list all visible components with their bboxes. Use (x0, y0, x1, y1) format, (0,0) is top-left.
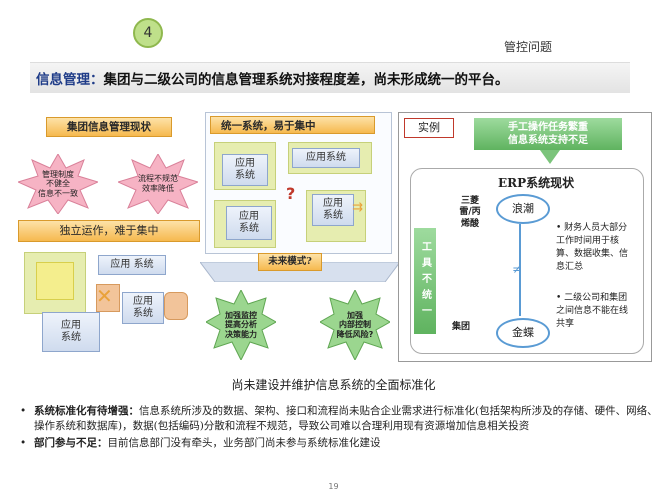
left-panel: 集团信息管理现状 管理制度 不健全 信息不一致 流程不规范 效率降低 独立运作，… (18, 112, 200, 360)
issue-text: 手工操作任务繁重 信息系统支持不足 (508, 122, 588, 146)
bullet-list: • 系统标准化有待增强：信息系统所涉及的数据、架构、接口和流程尚未贴合企业需求进… (20, 404, 660, 453)
left-banner-text: 独立运作，难于集中 (59, 224, 159, 237)
app-system-box-top: 应用 系统 (98, 255, 166, 275)
green-star-right (320, 290, 390, 360)
caption: 尚未建设并维护信息系统的全面标准化 (231, 378, 436, 392)
question-mark: ? (286, 184, 296, 203)
issue-box: 手工操作任务繁重 信息系统支持不足 (474, 118, 622, 150)
app-system-mid-label: 应用 系统 (133, 296, 153, 319)
app-system-box-mid: 应用 系统 (122, 292, 164, 324)
headline-prefix: 信息管理： (36, 72, 104, 88)
group-label: 集团 (452, 322, 471, 332)
middle-app-left-bottom-label: 应用 系统 (239, 211, 259, 234)
erp-title: ERP系统现状 (498, 176, 575, 190)
section-title: 管控问题 (503, 40, 552, 54)
star-right-text: 流程不规范 效率降低 (138, 174, 178, 193)
puzzle-piece-yellow (36, 262, 74, 300)
companies-label: 三菱 雷/丙 烯酸 (459, 196, 481, 229)
star-left-text: 管理制度 不健全 信息不一致 (38, 169, 78, 198)
connector-line (519, 224, 521, 316)
middle-panel-title-text: 统一系统，易于集中 (221, 120, 316, 132)
middle-panel-title: 统一系统，易于集中 (210, 116, 375, 134)
green-star-right-text: 加强 内部控制 降低风险? (336, 310, 374, 339)
vertical-bar: 工具不统一 (414, 228, 436, 334)
slide-number: 4 (143, 25, 153, 41)
example-label: 实例 (418, 121, 440, 134)
note-2: • 二级公司和集团之间信息不能在线共享 (556, 293, 629, 329)
headline: 信息管理：集团与二级公司的信息管理系统对接程度差，尚未形成统一的平台。 (36, 68, 509, 88)
app-system-box-bottom: 应用 系统 (42, 312, 100, 352)
middle-app-box-right-bottom: 应用 系统 (312, 194, 354, 226)
green-star-left (206, 290, 276, 360)
future-mode-label: 未来模式? (258, 253, 322, 271)
star-burst-right (118, 154, 198, 214)
slide-number-badge: 4 (133, 18, 163, 48)
note-1: • 财务人员大部分工作时间用于核算、数据收集、信息汇总 (556, 223, 629, 272)
middle-app-right-top-label: 应用系统 (306, 152, 346, 163)
node-bottom-text: 金蝶 (512, 326, 534, 339)
middle-app-left-top-label: 应用 系统 (235, 158, 255, 181)
left-panel-title-text: 集团信息管理现状 (67, 121, 151, 133)
puzzle-piece-orange (96, 284, 120, 312)
left-banner: 独立运作，难于集中 (18, 220, 200, 242)
app-system-top-label: 应用 系统 (110, 259, 154, 270)
trapezoid-base (200, 262, 400, 282)
bullet-label: 部门参与不足： (34, 437, 108, 449)
app-system-bottom-label: 应用 系统 (61, 320, 81, 343)
vertical-bar-text: 工具不统一 (419, 241, 431, 321)
node-top: 浪潮 (496, 194, 550, 224)
middle-app-right-bottom-label: 应用 系统 (323, 198, 343, 221)
headline-bar (30, 62, 630, 93)
bullet-item: • 部门参与不足：目前信息部门没有牵头，业务部门尚未参与系统标准化建设 (20, 436, 660, 451)
green-star-left-text: 加强监控 提高分析 决策能力 (225, 310, 257, 339)
example-label-box: 实例 (404, 118, 454, 138)
bullet-text: 目前信息部门没有牵头，业务部门尚未参与系统标准化建设 (107, 437, 381, 449)
note-1-text: 财务人员大部分工作时间用于核算、数据收集、信息汇总 (556, 223, 629, 272)
break-mark-icon: ≠ (512, 262, 523, 276)
x-mark-icon: ✕ (96, 284, 113, 308)
bullet-text: 信息系统所涉及的数据、架构、接口和流程尚未贴合企业需求进行标准化(包括架构所涉及… (34, 405, 658, 432)
puzzle-piece-orange-right (164, 292, 188, 320)
down-arrow-icon (540, 150, 560, 164)
bullet-label: 系统标准化有待增强： (34, 405, 139, 417)
bullet-dot-icon: • (20, 405, 27, 417)
bullet-item: • 系统标准化有待增强：信息系统所涉及的数据、架构、接口和流程尚未贴合企业需求进… (20, 404, 660, 434)
middle-app-box-left-top: 应用 系统 (222, 154, 268, 186)
headline-text: 集团与二级公司的信息管理系统对接程度差，尚未形成统一的平台。 (103, 72, 509, 88)
middle-app-box-right-top: 应用系统 (292, 148, 360, 168)
arrow-right-icon: ⇉ (352, 200, 363, 215)
star-burst-left (18, 154, 98, 214)
page-number: 19 (328, 482, 339, 491)
future-mode-text: 未来模式? (268, 256, 312, 267)
note-2-text: 二级公司和集团之间信息不能在线共享 (556, 293, 629, 329)
bullet-dot-icon: • (20, 437, 27, 449)
left-panel-title: 集团信息管理现状 (46, 117, 172, 137)
node-top-text: 浪潮 (512, 202, 534, 215)
middle-app-box-left-bottom: 应用 系统 (226, 206, 272, 240)
node-bottom: 金蝶 (496, 318, 550, 348)
